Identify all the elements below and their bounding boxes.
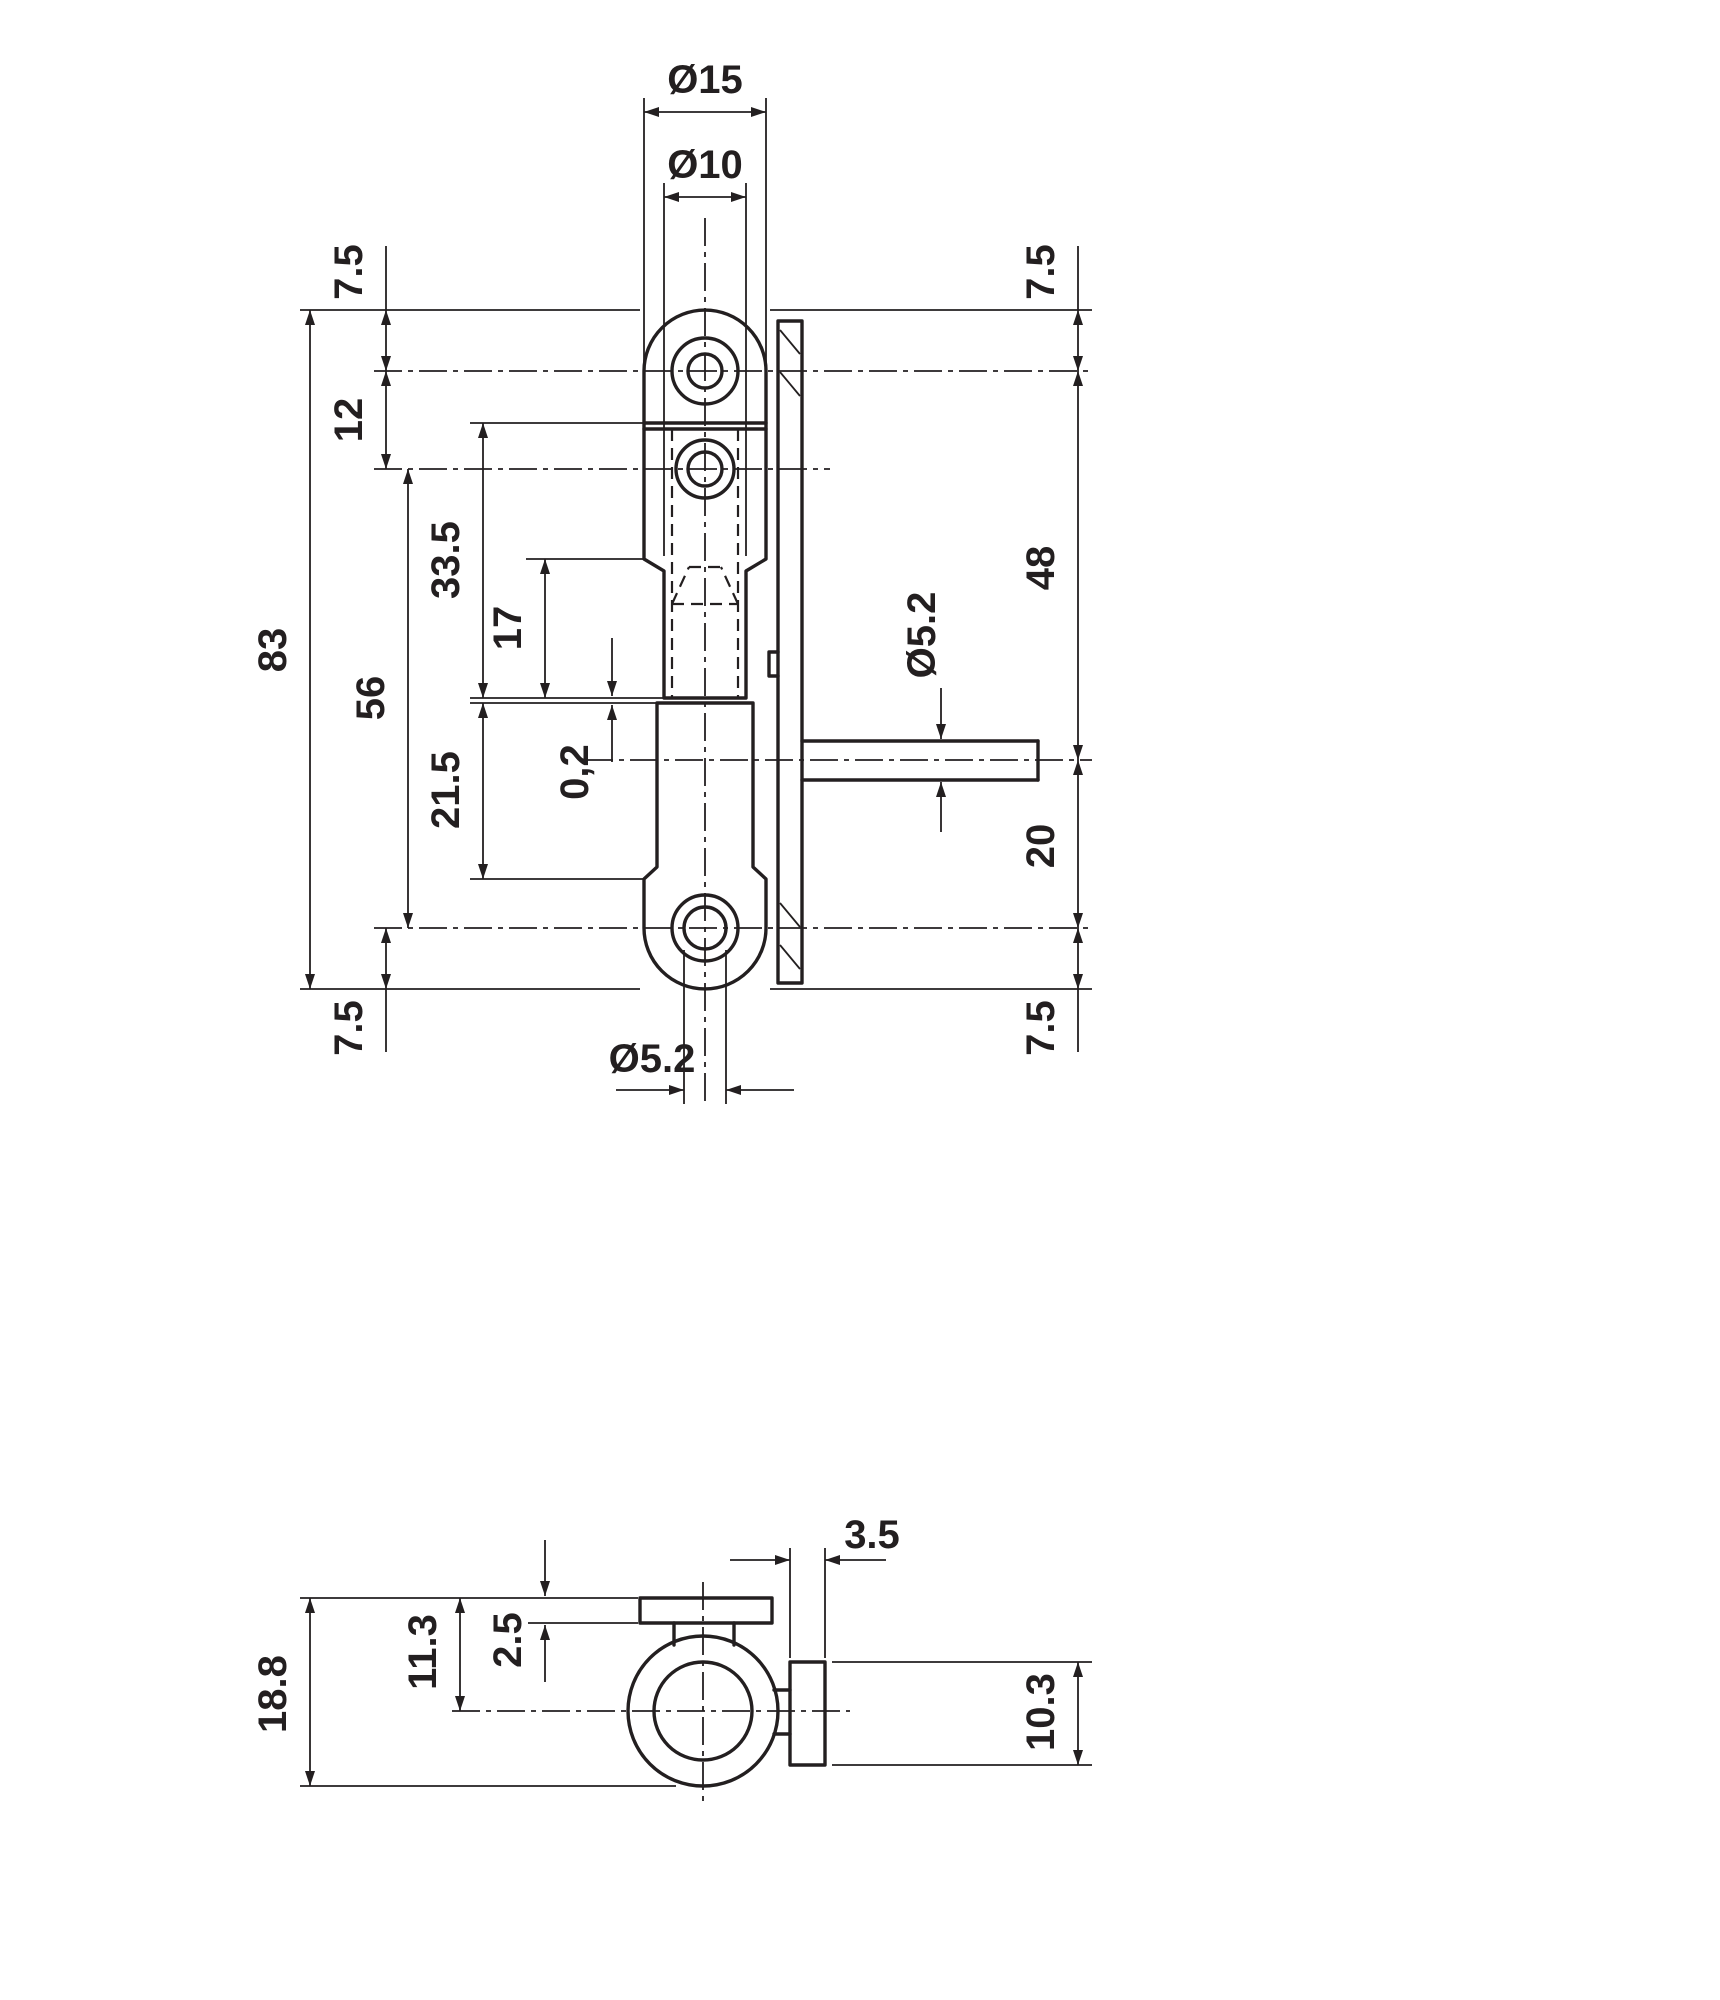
dim-label-hole-span: 56 bbox=[349, 676, 393, 721]
dim-label-seam-to-joint: 33.5 bbox=[424, 521, 468, 599]
dim-label-bottom-offset-right: 7.5 bbox=[1019, 1000, 1063, 1056]
dim-label-top-offset-right: 7.5 bbox=[1019, 244, 1063, 300]
knuckle-lower-outline bbox=[642, 701, 768, 991]
screw-hole-top-outer bbox=[670, 336, 740, 406]
pin-tip-chamfer-right bbox=[720, 566, 739, 605]
dim-label-knuckle-dia: Ø10 bbox=[667, 143, 743, 187]
dim-label-pin-engagement: 17 bbox=[486, 606, 530, 651]
plate-chamfer-tick-2 bbox=[779, 371, 801, 397]
dim-label-overall-length: 83 bbox=[251, 628, 295, 673]
extension-lines bbox=[300, 98, 1092, 1104]
side-view: 18.8 11.3 2.5 3.5 10.3 bbox=[251, 1513, 1092, 1806]
part-outline bbox=[642, 308, 1040, 991]
knuckle-barrel-inner bbox=[652, 1660, 754, 1762]
frame-plate-notch bbox=[767, 650, 780, 678]
leaf-upper-outline bbox=[642, 308, 768, 700]
screw-hole-top-inner bbox=[686, 352, 724, 390]
plate-chamfer-tick-1 bbox=[779, 329, 801, 355]
frame-plate-edge bbox=[788, 1660, 827, 1767]
dim-label-flange-dia: Ø15 bbox=[667, 58, 743, 102]
dim-label-frame-lower: 20 bbox=[1019, 824, 1063, 869]
pin-tip-chamfer-left bbox=[671, 566, 690, 605]
plate-chamfer-tick-3 bbox=[779, 902, 801, 928]
centerlines bbox=[374, 218, 1092, 1105]
leaf-flange-edge bbox=[638, 1596, 774, 1625]
dim-label-frame-upper: 48 bbox=[1019, 546, 1063, 591]
dim-label-flange-to-axis: 11.3 bbox=[401, 1614, 445, 1690]
dim-label-plate-thickness: 3.5 bbox=[844, 1513, 900, 1557]
part-outline bbox=[626, 1596, 827, 1788]
dim-label-flange-thickness: 2.5 bbox=[486, 1612, 530, 1668]
dim-label-hole-spacing: 12 bbox=[327, 398, 371, 443]
dim-label-pin-dia: Ø5.2 bbox=[900, 592, 944, 679]
screw-hole-bottom-outer bbox=[670, 893, 740, 963]
front-view: Ø15 Ø10 7.5 12 83 56 33.5 17 21.5 0,2 Ø5… bbox=[251, 58, 1092, 1105]
dimension-lines bbox=[305, 107, 1083, 1095]
extension-lines bbox=[300, 1548, 1092, 1787]
dim-label-joint-to-end: 21.5 bbox=[424, 751, 468, 829]
dim-label-bottom-offset-left: 7.5 bbox=[327, 1000, 371, 1056]
screw-hole-second-outer bbox=[674, 438, 736, 500]
screw-hole-second-inner bbox=[686, 450, 724, 488]
dimension-lines bbox=[305, 1540, 1083, 1786]
hidden-pin-lines bbox=[670, 429, 740, 698]
knuckle-barrel-outer bbox=[626, 1634, 780, 1788]
centerlines bbox=[452, 1582, 850, 1806]
frame-plate-outline bbox=[776, 319, 804, 985]
dim-label-joint-gap: 0,2 bbox=[553, 744, 597, 800]
dim-label-top-offset-left: 7.5 bbox=[327, 244, 371, 300]
dim-label-screw-hole-dia: Ø5.2 bbox=[609, 1037, 696, 1081]
dim-label-overall-depth: 18.8 bbox=[251, 1655, 295, 1733]
screw-hole-bottom-inner bbox=[682, 905, 728, 951]
dimension-labels: Ø15 Ø10 7.5 12 83 56 33.5 17 21.5 0,2 Ø5… bbox=[251, 58, 1063, 1081]
plate-chamfer-tick-4 bbox=[779, 944, 801, 970]
dim-label-plate-width: 10.3 bbox=[1019, 1673, 1063, 1751]
dimension-labels: 18.8 11.3 2.5 3.5 10.3 bbox=[251, 1513, 1063, 1751]
